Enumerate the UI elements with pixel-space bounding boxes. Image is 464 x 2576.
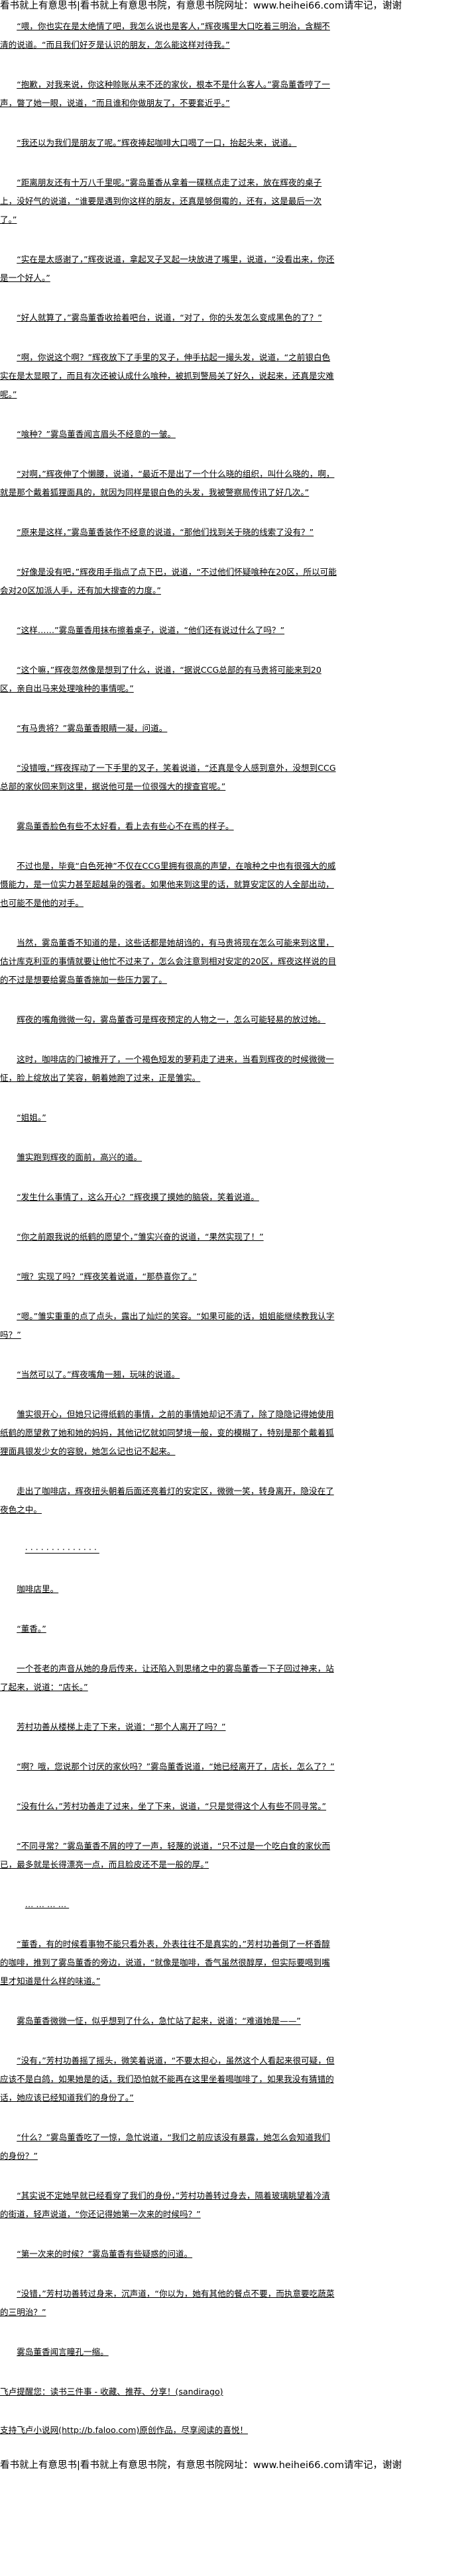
paragraph: 当然，雾岛董香不知道的是，这些话都是她胡诌的，有马贵将现在怎么可能来到这里，估计…: [0, 938, 337, 985]
paragraph: “没错，”芳村功善转过身来，沉声道，“你以为，她有其他的餐点不要，而执意要吃蔬菜…: [0, 2289, 335, 2317]
paragraph: “距离朋友还有十万八千里呢。”雾岛董香从拿着一碟糕点走了过来，放在辉夜的桌子上，…: [0, 177, 322, 224]
paragraph: “不同寻常？”雾岛董香不屑的哼了一声，轻蔑的说道，“只不过是一个吃白食的家伙而已…: [0, 1841, 331, 1869]
paragraph: “实在是太感谢了，”辉夜说道，拿起叉子叉起一块放进了嘴里，说道，“没看出来，你还…: [0, 254, 335, 283]
paragraph: “姐姐。”: [17, 1113, 46, 1122]
paragraph: “这样……”雾岛董香用抹布擦着桌子，说道，“他们还有说过什么了吗？”: [17, 625, 285, 635]
footer-note: 支持飞卢小说网(http://b.faloo.com)原创作品，尽享阅读的喜悦！: [0, 2425, 249, 2435]
paragraph: 不过也是，毕竟“白色死神”不仅在CCG里拥有很高的声望，在喰种之中也有很强大的威…: [0, 861, 336, 908]
paragraph: “董香。”: [17, 1624, 46, 1634]
paragraph: “什么？”雾岛董香吃了一惊，急忙说道，“我们之前应该没有暴露，她怎么会知道我们的…: [0, 2132, 331, 2161]
paragraph: “没错哦，”辉夜挥动了一下手里的叉子，笑着说道，“还真是令人感到意外，没想到CC…: [0, 763, 336, 791]
paragraph: 辉夜的嘴角微微一勾，雾岛董香可是辉夜预定的人物之一，怎么可能轻易的放过她。: [17, 1015, 326, 1024]
paragraph: 走出了咖啡店，辉夜扭头朝着后面还亮着灯的安定区，微微一笑，转身离开，隐没在了夜色…: [0, 1486, 334, 1514]
paragraph: “我还以为我们是朋友了呢。”辉夜捧起咖啡大口喝了一口，抬起头来，说道。: [17, 138, 297, 148]
paragraph: “嗯。”雏实重重的点了点头，露出了灿烂的笑容。“如果可能的话，姐姐能继续教我认字…: [0, 1311, 335, 1340]
paragraph: “原来是这样，”雾岛董香装作不经意的说道，“那他们找到关于晓的线索了没有？”: [17, 527, 314, 537]
paragraph: “喰种？”雾岛董香闻言眉头不经意的一皱。: [17, 429, 176, 439]
paragraph: “哦？实现了吗？”辉夜笑着说道，“那恭喜你了。”: [17, 1271, 197, 1281]
paragraph: “好人就算了，”雾岛董香收拾着吧台，说道，“对了，你的头发怎么变成黑色的了？”: [17, 313, 322, 322]
section-separator: …………: [25, 1899, 70, 1909]
paragraph: 芳村功善从楼梯上走了下来，说道：“那个人离开了吗？”: [17, 1722, 226, 1732]
paragraph: 雏实跑到辉夜的面前，高兴的道。: [17, 1152, 143, 1162]
paragraph: “喂，你也实在是太绝情了吧，我怎么说也是客人，”辉夜嘴里大口吃着三明治，含糊不清…: [0, 21, 330, 50]
paragraph: “第一次来的时候？”雾岛董香有些疑惑的问道。: [17, 2249, 193, 2259]
paragraph: “发生什么事情了，这么开心？”辉夜摸了摸她的脑袋，笑着说道。: [17, 1192, 259, 1202]
paragraph: “对啊，”辉夜伸了个懒腰，说道，“最近不是出了一个什么晓的组织，叫什么晓的，啊，…: [0, 469, 335, 497]
paragraph: “啊？哦，您说那个讨厌的家伙吗？”雾岛董香说道，“她已经离开了，店长，怎么了？”: [17, 1761, 335, 1771]
paragraph: “有马贵将？”雾岛董香眼睛一凝，问道。: [17, 723, 168, 733]
paragraph: “这个嘛，”辉夜忽然像是想到了什么，说道，“据说CCG总部的有马贵将可能来到20…: [0, 665, 321, 693]
paragraph: 雾岛董香闻言瞳孔一缩。: [17, 2347, 109, 2357]
paragraph: 咖啡店里。: [17, 1584, 59, 1594]
site-banner-top: 看书就上有意思书|看书就上有意思书院，有意思书院网址：www.heihei66.…: [0, 1, 402, 11]
paragraph: “啊，你说这个啊？”辉夜放下了手里的叉子，伸手拈起一撮头发，说道，“之前银白色实…: [0, 352, 334, 399]
paragraph: 一个苍老的声音从她的身后传来，让还陷入到思绪之中的雾岛董香一下子回过神来，站了起…: [0, 1663, 334, 1692]
paragraph: 雏实很开心，但她只记得纸鹤的事情，之前的事情她却记不清了，除了隐隐记得她使用纸鹤…: [0, 1409, 334, 1456]
footer-note: 飞卢提醒您：读书三件事 - 收藏、推荐、分享！(sandirago): [0, 2387, 223, 2397]
paragraph: 雾岛董香微微一怔，似乎想到了什么，急忙站了起来，说道：“难道她是——”: [17, 2016, 301, 2026]
paragraph: “其实说不定她早就已经看穿了我们的身份，”芳村功善转过身去，隔着玻璃眺望着冷清的…: [0, 2191, 330, 2219]
site-banner-bottom: 看书就上有意思书|看书就上有意思书院，有意思书院网址：www.heihei66.…: [0, 2460, 402, 2471]
paragraph: “董香，有的时候看事物不能只看外表，外表往往不是真实的，”芳村功善倒了一杯香醇的…: [0, 1939, 330, 1986]
paragraph: “没有，”芳村功善摇了摇头，微笑着说道，“不要太担心，虽然这个人看起来很可疑，但…: [0, 2056, 335, 2103]
paragraph: 这时，咖啡店的门被推开了，一个褐色短发的萝莉走了进来，当看到辉夜的时候微微一怔，…: [0, 1054, 334, 1083]
paragraph: “当然可以了。”辉夜嘴角一翘，玩味的说道。: [17, 1369, 180, 1379]
chapter-content: “喂，你也实在是太绝情了吧，我怎么说也是客人，”辉夜嘴里大口吃着三明治，含糊不清…: [0, 17, 402, 2471]
paragraph: “好像是没有吧，”辉夜用手指点了点下巴，说道，“不过他们怀疑喰种在20区，所以可…: [0, 567, 337, 595]
paragraph: 雾岛董香脸色有些不太好看，看上去有些心不在焉的样子。: [17, 821, 234, 831]
section-separator: ··············: [25, 1544, 99, 1554]
paragraph: “抱歉，对我来说，你这种赊账从来不还的家伙，根本不是什么客人。”雾岛董香哼了一声…: [0, 79, 330, 108]
paragraph: “没有什么，”芳村功善走了过来，坐了下来，说道，“只是觉得这个人有些不同寻常。”: [17, 1801, 327, 1811]
paragraph: “你之前跟我说的纸鹤的愿望个，”雏实兴奋的说道，“果然实现了！”: [17, 1232, 264, 1242]
